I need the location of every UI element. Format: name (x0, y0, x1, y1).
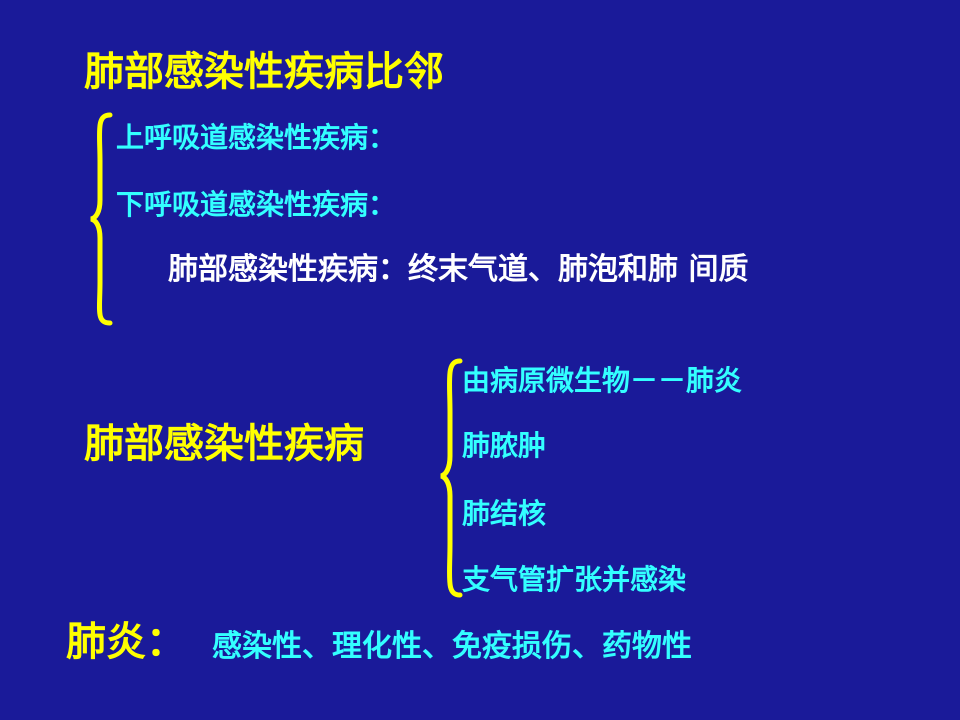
pneumonia-types: 感染性、理化性、免疫损伤、药物性 (212, 629, 692, 664)
cause-item: 肺脓肿 (462, 429, 547, 462)
section-heading: 肺部感染性疾病 (84, 421, 364, 467)
upper-respiratory-item: 上呼吸道感染性疾病： (116, 121, 397, 154)
pneumonia-label: 肺炎： (66, 619, 186, 665)
cause-item: 支气管扩张并感染 (462, 563, 687, 596)
cause-item: 肺结核 (462, 497, 547, 530)
lung-infection-definition: 肺部感染性疾病：终末气道、肺泡和肺 间质 (168, 252, 749, 287)
left-brace-causes (440, 358, 463, 598)
lower-respiratory-item: 下呼吸道感染性疾病： (116, 188, 397, 221)
left-brace-top (90, 112, 113, 326)
cause-item: 由病原微生物－－肺炎 (462, 364, 743, 397)
slide-title: 肺部感染性疾病比邻 (84, 49, 444, 95)
